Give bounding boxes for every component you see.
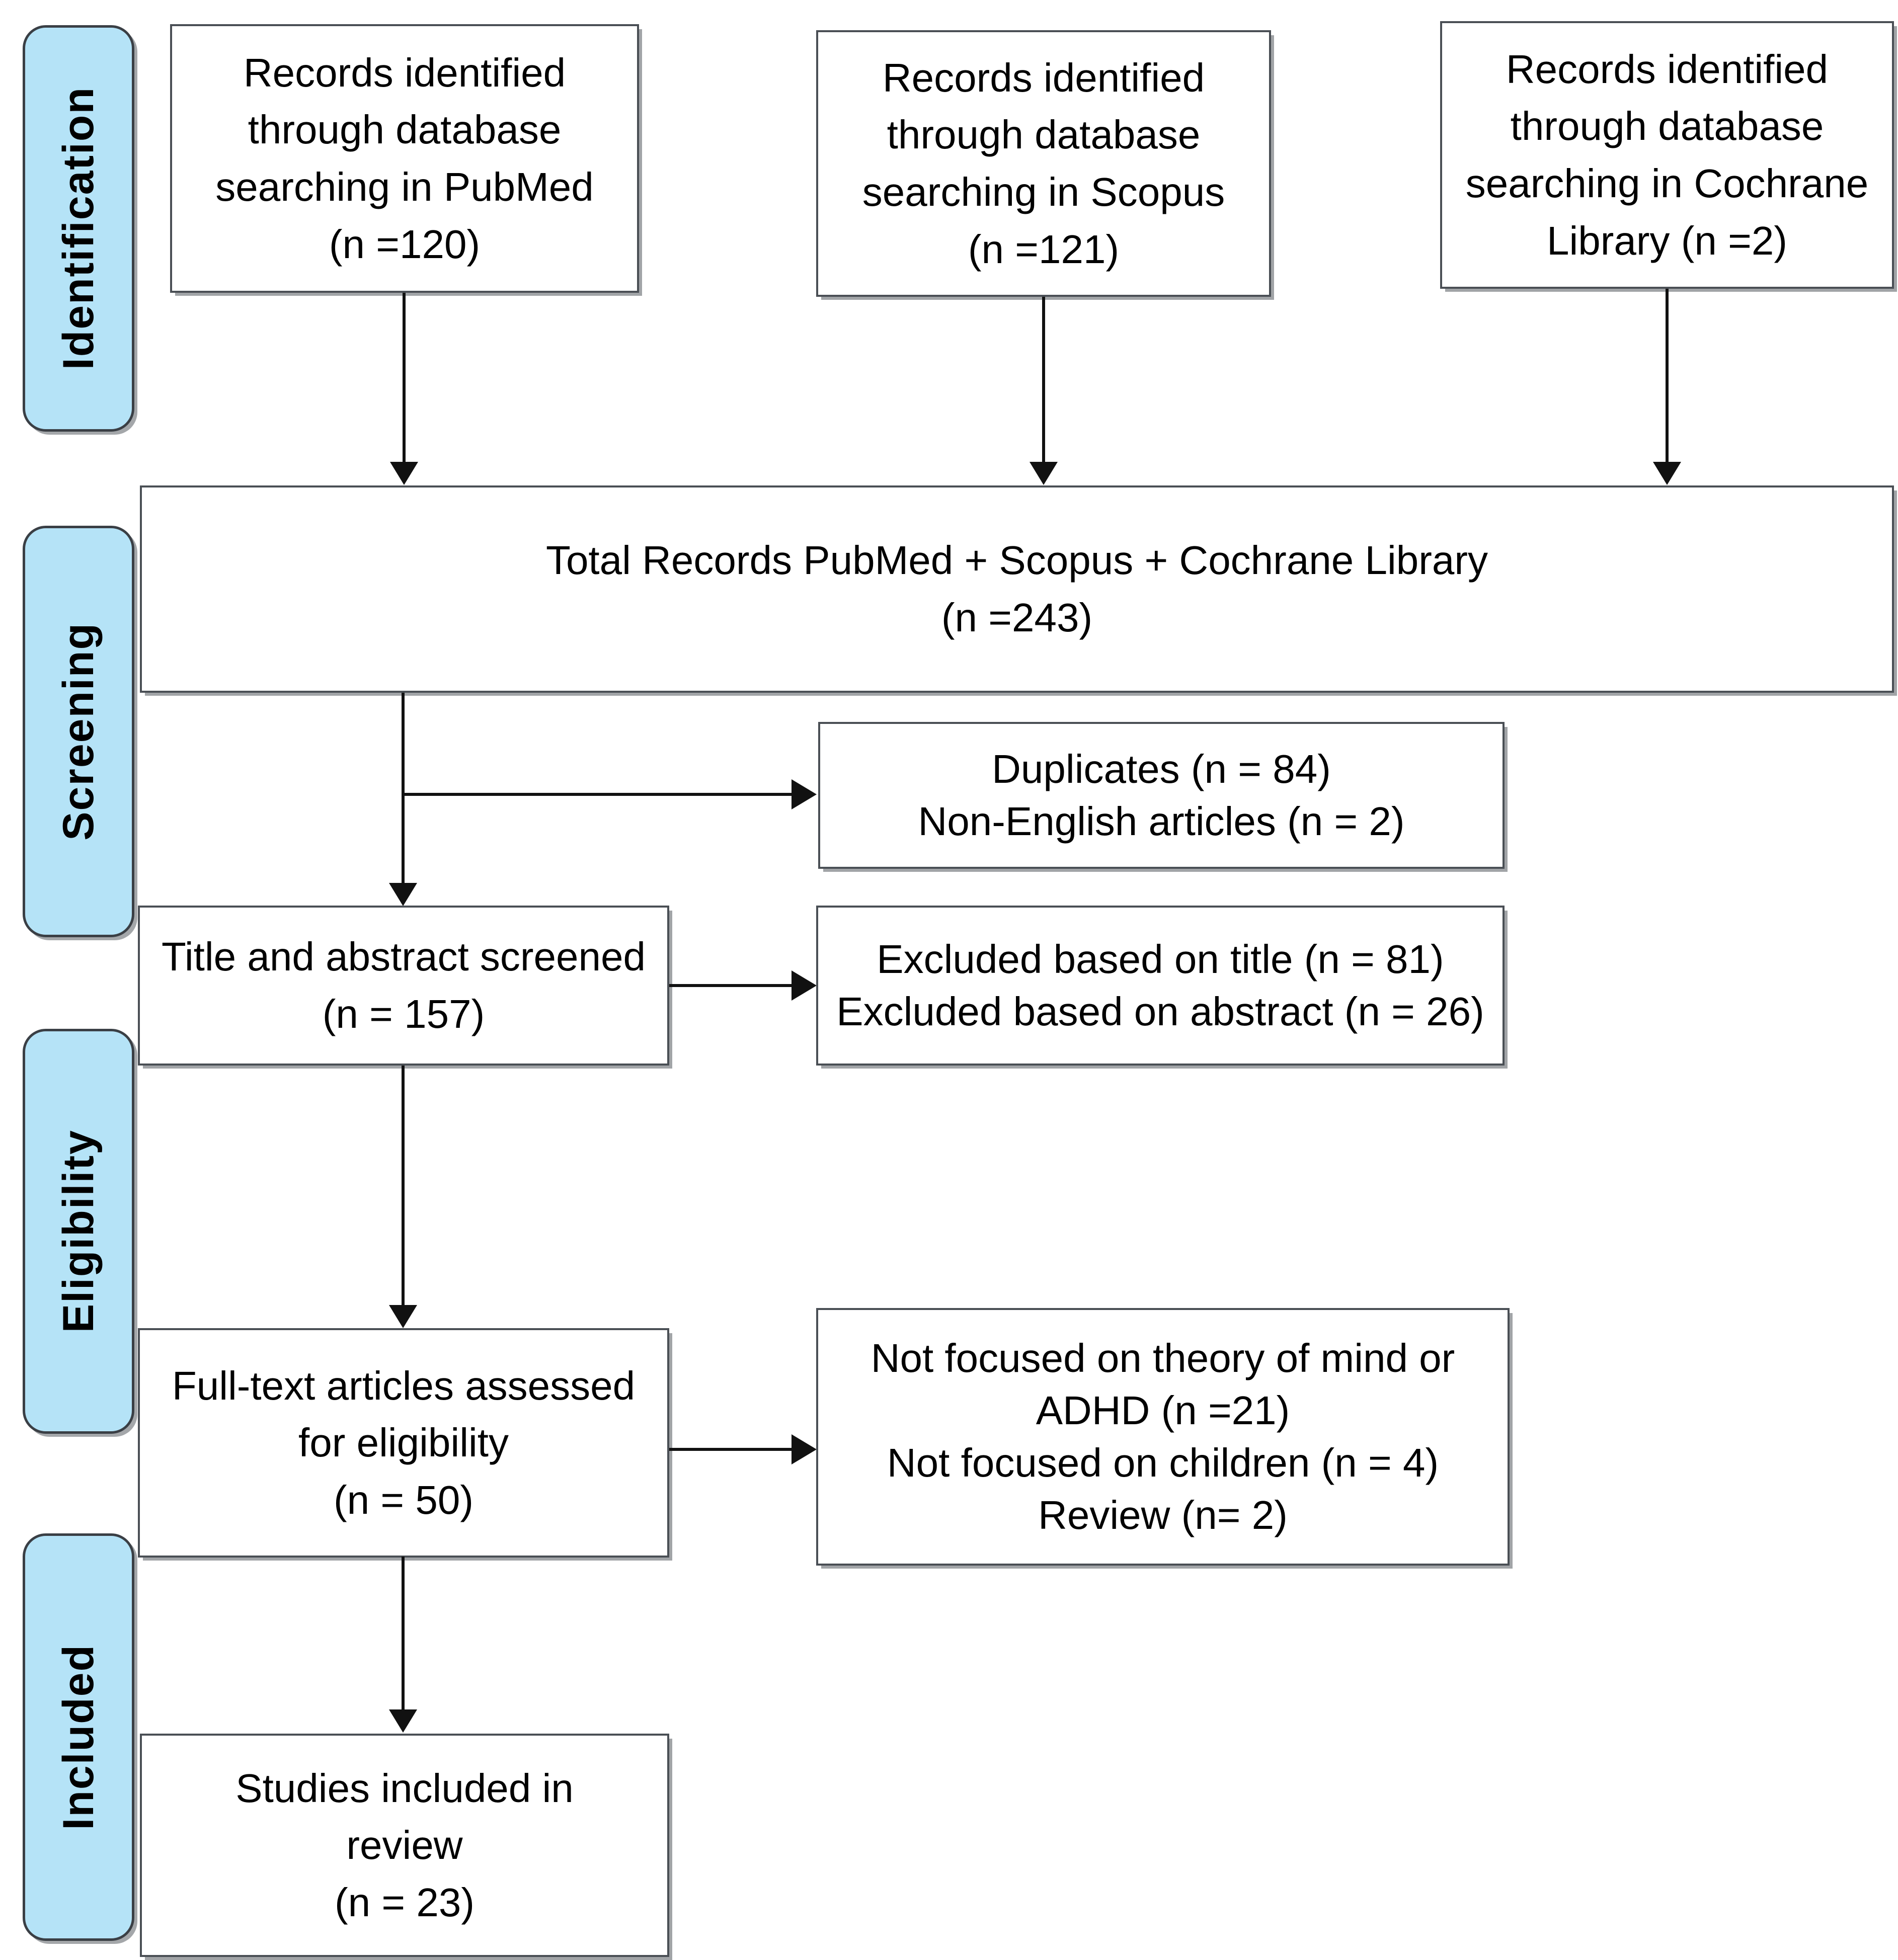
stage-label-screening: Screening	[54, 622, 103, 841]
excluded-screening-line-2: Excluded based on abstract (n = 26)	[836, 989, 1484, 1034]
stage-label-identification: Identification	[54, 87, 103, 370]
cochrane-line-1: Records identified	[1506, 46, 1829, 92]
node-records-pubmed: Records identified through database sear…	[170, 24, 639, 293]
excluded-eligibility-line-2: ADHD (n =21)	[1036, 1388, 1290, 1433]
fulltext-line-1: Full-text articles assessed	[172, 1363, 636, 1408]
pubmed-line-1: Records identified	[243, 50, 566, 95]
arrowhead-fulltext-to-excluded	[792, 1434, 817, 1464]
total-records-line-1: Total Records PubMed + Scopus + Cochrane…	[545, 538, 1488, 583]
excluded-eligibility-line-4: Review (n= 2)	[1038, 1493, 1288, 1537]
scopus-line-2: through database	[887, 112, 1201, 157]
connector-scopus-to-total	[1042, 297, 1045, 464]
connector-total-to-screened	[402, 693, 405, 885]
arrowhead-total-to-screened	[389, 883, 417, 906]
arrowhead-cochrane-to-total	[1653, 462, 1681, 485]
node-studies-included: Studies included in review (n = 23)	[140, 1734, 669, 1957]
arrowhead-pubmed-to-total	[390, 462, 418, 485]
scopus-line-1: Records identified	[882, 55, 1205, 100]
excluded-screening-line-1: Excluded based on title (n = 81)	[877, 937, 1444, 982]
stage-tab-screening: Screening	[23, 526, 134, 937]
cochrane-line-4: Library (n =2)	[1547, 218, 1787, 263]
pubmed-line-4: (n =120)	[329, 221, 481, 267]
fulltext-line-2: for eligibility	[298, 1420, 509, 1465]
screened-line-1: Title and abstract screened	[162, 934, 646, 979]
duplicates-line-2: Non-English articles (n = 2)	[918, 799, 1405, 844]
connector-fulltext-to-excluded	[669, 1448, 794, 1451]
node-records-cochrane: Records identified through database sear…	[1440, 21, 1894, 289]
cochrane-line-3: searching in Cochrane	[1465, 161, 1869, 206]
node-fulltext-assessed: Full-text articles assessed for eligibil…	[138, 1328, 669, 1558]
fulltext-line-3: (n = 50)	[334, 1477, 473, 1522]
node-excluded-screening: Excluded based on title (n = 81) Exclude…	[816, 906, 1505, 1066]
node-title-abstract-screened: Title and abstract screened (n = 157)	[138, 906, 669, 1066]
connector-fulltext-to-included	[402, 1557, 405, 1711]
arrowhead-scopus-to-total	[1030, 462, 1058, 485]
node-excluded-eligibility: Not focused on theory of mind or ADHD (n…	[816, 1308, 1510, 1566]
stage-label-eligibility: Eligibility	[54, 1129, 103, 1333]
stage-label-included: Included	[54, 1644, 103, 1830]
excluded-eligibility-line-1: Not focused on theory of mind or	[871, 1336, 1455, 1380]
connector-screened-to-fulltext	[402, 1066, 405, 1307]
excluded-eligibility-line-3: Not focused on children (n = 4)	[887, 1440, 1439, 1485]
duplicates-line-1: Duplicates (n = 84)	[992, 747, 1331, 791]
stage-tab-eligibility: Eligibility	[23, 1029, 134, 1434]
connector-pubmed-to-total	[403, 293, 406, 464]
stage-tab-identification: Identification	[23, 25, 134, 432]
pubmed-line-2: through database	[248, 107, 562, 152]
connector-total-to-duplicates	[402, 793, 794, 796]
scopus-line-3: searching in Scopus	[862, 170, 1225, 214]
total-records-line-2: (n =243)	[941, 595, 1093, 640]
connector-screened-to-excluded	[669, 984, 794, 987]
included-line-2: review	[346, 1823, 463, 1868]
arrowhead-screened-to-fulltext	[389, 1305, 417, 1328]
stage-tab-included: Included	[23, 1533, 134, 1941]
connector-cochrane-to-total	[1666, 289, 1669, 464]
included-line-3: (n = 23)	[335, 1880, 474, 1925]
scopus-line-4: (n =121)	[968, 226, 1120, 272]
arrowhead-fulltext-to-included	[389, 1709, 417, 1733]
cochrane-line-2: through database	[1510, 104, 1824, 149]
screened-line-2: (n = 157)	[322, 992, 485, 1036]
node-duplicates: Duplicates (n = 84) Non-English articles…	[818, 722, 1505, 869]
included-line-1: Studies included in	[235, 1765, 574, 1811]
node-records-scopus: Records identified through database sear…	[816, 30, 1271, 297]
arrowhead-total-to-duplicates	[792, 779, 817, 809]
pubmed-line-3: searching in PubMed	[215, 165, 594, 209]
node-total-records: Total Records PubMed + Scopus + Cochrane…	[140, 485, 1894, 693]
arrowhead-screened-to-excluded	[792, 970, 817, 1001]
